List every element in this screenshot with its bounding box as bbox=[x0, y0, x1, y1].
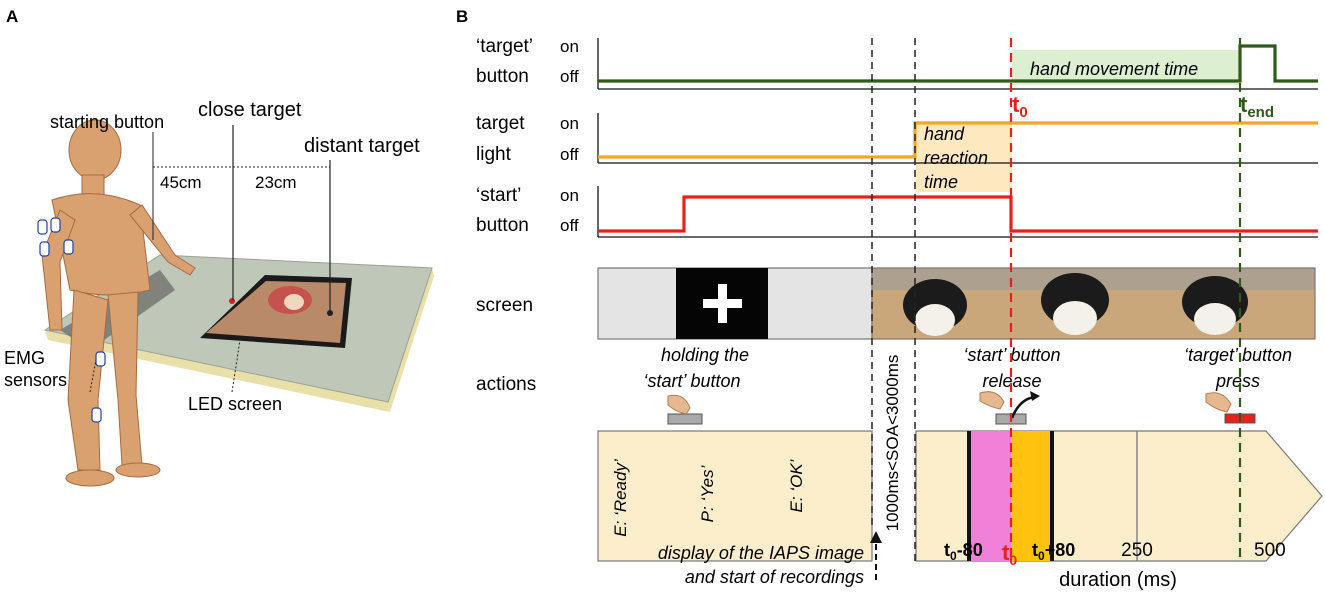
target-button-trace bbox=[598, 44, 1318, 83]
row-start-button-1: ‘start’ bbox=[476, 185, 521, 206]
display-caption-2: and start of recordings bbox=[685, 567, 864, 587]
emg-sensors bbox=[37, 217, 106, 423]
led-screen-label: LED screen bbox=[188, 394, 282, 414]
press-caption-1: ‘target’ button bbox=[1184, 345, 1292, 365]
screen-bar bbox=[597, 267, 1316, 340]
distant-target-marker bbox=[327, 310, 333, 316]
target-light-off: off bbox=[560, 145, 579, 164]
display-arrow-head bbox=[870, 531, 882, 543]
release-arrow-icon bbox=[1030, 391, 1040, 401]
verbal-ready: E: ‘Ready’ bbox=[611, 459, 630, 537]
row-target-light-1: target bbox=[476, 113, 525, 134]
timeline-pre-block bbox=[597, 430, 873, 562]
distance-23cm: 23cm bbox=[255, 173, 297, 192]
emg-label-2: sensors bbox=[4, 370, 67, 390]
target-button-on: on bbox=[560, 37, 579, 56]
holding-caption-2: ‘start’ button bbox=[643, 371, 740, 391]
row-target-light-2: light bbox=[476, 144, 512, 165]
panel-b-label: B bbox=[456, 7, 468, 26]
interval-after-t0 bbox=[1011, 431, 1052, 561]
press-caption-2: press bbox=[1215, 371, 1260, 391]
row-actions: actions bbox=[476, 374, 536, 395]
verbal-yes: P: ‘Yes’ bbox=[698, 465, 717, 522]
duration-axis-label: duration (ms) bbox=[1059, 569, 1177, 591]
start-button-on: on bbox=[560, 186, 579, 205]
close-target-label: close target bbox=[198, 99, 302, 121]
puppies bbox=[903, 273, 1248, 336]
tick-500: 500 bbox=[1254, 540, 1286, 561]
tick-250: 250 bbox=[1121, 540, 1153, 561]
tick-t0-minus-80: t0-80 bbox=[944, 540, 983, 563]
hand-movement-time-label: hand movement time bbox=[1030, 59, 1198, 79]
close-target-marker bbox=[229, 298, 235, 304]
hand-movement-time-area bbox=[1012, 50, 1240, 85]
panel-a-label: A bbox=[6, 7, 18, 26]
event-markers bbox=[871, 38, 1242, 561]
holding-caption-1: holding the bbox=[661, 345, 749, 365]
hand-reaction-time-area bbox=[916, 121, 1012, 192]
row-target-button-1: ‘target’ bbox=[476, 36, 533, 57]
target-button-off: off bbox=[560, 67, 579, 86]
target-light-on: on bbox=[560, 114, 579, 133]
row-target-button-2: button bbox=[476, 66, 529, 87]
distant-target-label: distant target bbox=[304, 135, 420, 157]
tick-t0: t0 bbox=[1002, 540, 1017, 568]
t0-top-label: t0 bbox=[1012, 92, 1028, 121]
release-caption-2: release bbox=[982, 371, 1041, 391]
hand-reaction-1: hand bbox=[924, 124, 965, 144]
tend-label: tend bbox=[1240, 92, 1274, 121]
row-screen: screen bbox=[476, 295, 533, 316]
start-button-trace bbox=[598, 195, 1318, 233]
tick-t0-plus-80: t0+80 bbox=[1032, 540, 1075, 563]
row-start-button-2: button bbox=[476, 215, 529, 236]
hand-reaction-2: reaction bbox=[924, 148, 988, 168]
distance-45cm: 45cm bbox=[160, 173, 202, 192]
hand-reaction-3: time bbox=[924, 172, 958, 192]
hand-holding-icon bbox=[667, 394, 703, 425]
measurement-lines bbox=[89, 125, 331, 393]
interval-bounds bbox=[967, 431, 1054, 561]
start-button-off: off bbox=[560, 216, 579, 235]
starting-button-label: starting button bbox=[50, 112, 164, 132]
soa-label: 1000ms<SOA<3000ms bbox=[883, 355, 902, 532]
interval-before-t0 bbox=[969, 431, 1011, 561]
human-figure bbox=[41, 119, 196, 487]
display-caption-1: display of the IAPS image bbox=[658, 543, 864, 563]
verbal-ok: E: ‘OK’ bbox=[787, 459, 806, 512]
hand-press-icon bbox=[1205, 392, 1256, 424]
led-screen bbox=[200, 275, 352, 348]
signal-axes bbox=[597, 38, 1318, 238]
emg-label-1: EMG bbox=[4, 348, 45, 368]
